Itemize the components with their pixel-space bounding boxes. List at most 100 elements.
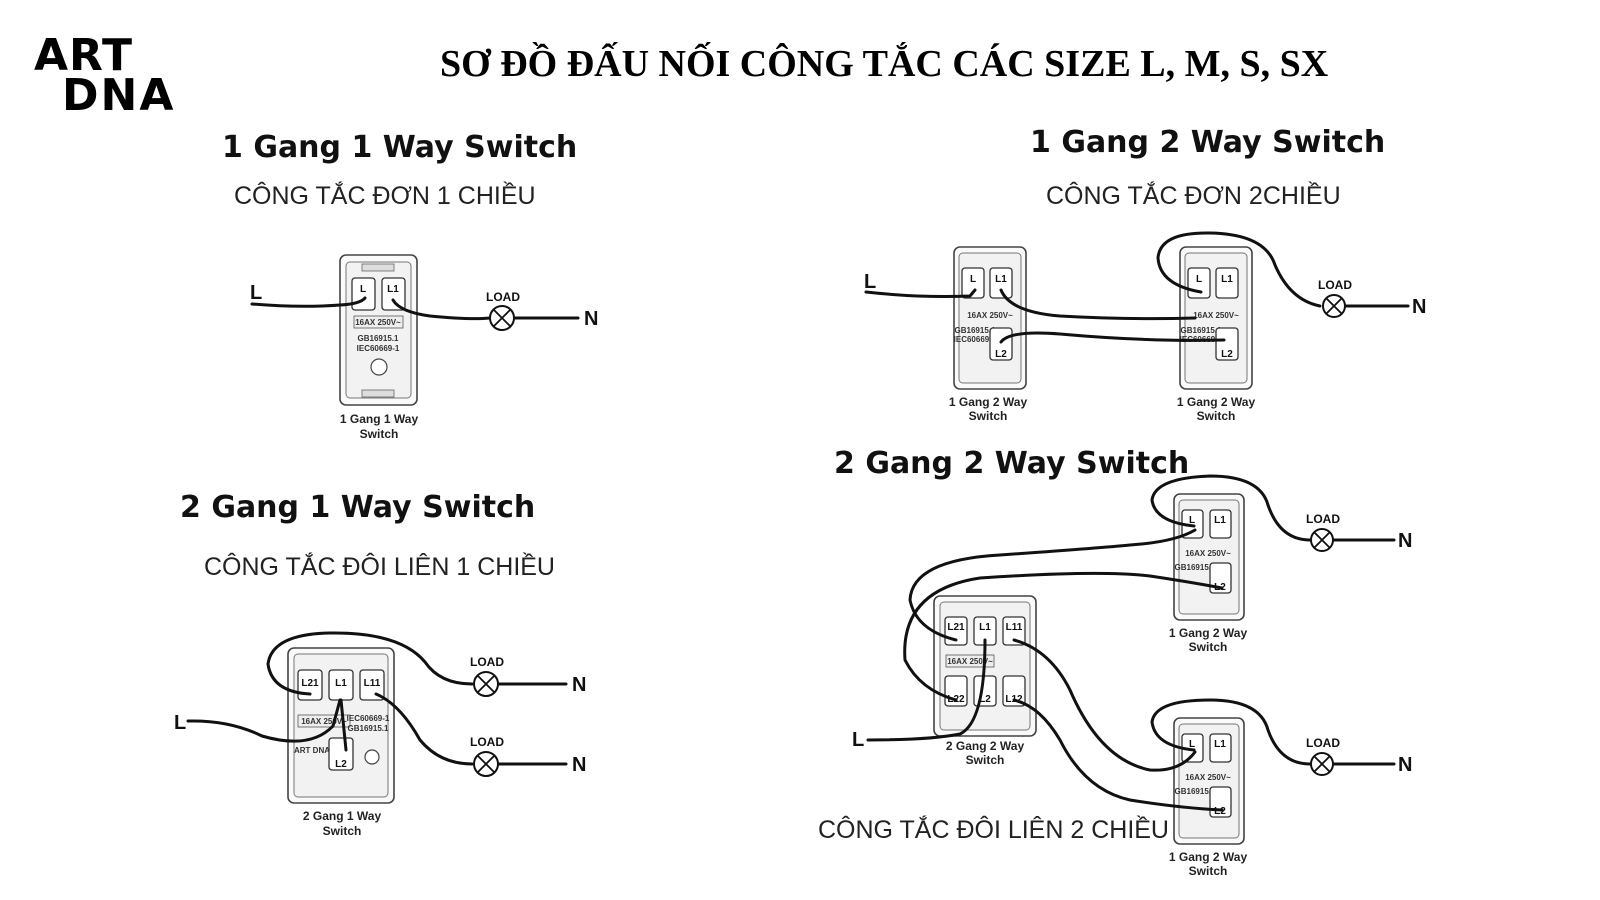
switch-caption-line1: 1 Gang 2 Way — [1177, 395, 1256, 409]
switch-caption-line2: Switch — [966, 753, 1005, 767]
load-lamp-icon — [1322, 294, 1346, 318]
wire-to-load — [1156, 231, 1322, 308]
label-load: LOAD — [1306, 736, 1340, 750]
logo-line-1: ART — [34, 30, 133, 81]
rating-text: 16AX 250V~ — [967, 311, 1013, 320]
switch-2gang-2way-top: L L1 16AX 250V~ GB16915.1 L2 — [1173, 493, 1245, 621]
page-title: SƠ ĐỒ ĐẤU NỐI CÔNG TẮC CÁC SIZE L, M, S,… — [440, 43, 1329, 85]
wire-to-load-1 — [266, 631, 474, 696]
section-title-2gang-1way: 2 Gang 1 Way Switch — [180, 490, 536, 525]
wire-traveler-a1 — [908, 528, 1197, 642]
wire-traveler-l1 — [999, 288, 1197, 321]
std-text-1: GB16915.1 — [348, 724, 389, 733]
label-N: N — [572, 674, 586, 696]
terminal-l2: L2 — [1221, 349, 1233, 360]
switch-caption-line2: Switch — [1189, 864, 1228, 878]
switch-2gang-1way: L21 L1 L11 16AX 250V~ IEC60669-1 GB16915… — [287, 647, 395, 804]
wire-to-load — [391, 298, 492, 321]
switch-caption-line2: Switch — [969, 409, 1008, 423]
label-load: LOAD — [470, 735, 504, 749]
terminal-l1: L1 — [1214, 515, 1226, 526]
terminal-l: L — [970, 274, 976, 285]
switch-caption-line1: 1 Gang 1 Way — [340, 412, 419, 426]
terminal-l2: L2 — [1214, 806, 1226, 817]
label-L: L — [174, 712, 186, 734]
label-L: L — [852, 729, 864, 751]
rating-text: 16AX 250V~ — [301, 717, 347, 726]
label-load: LOAD — [1318, 278, 1352, 292]
std-text-2: IEC60669-1 — [954, 335, 997, 344]
std-text-1: GB16915.1 — [1175, 787, 1216, 796]
switch-caption-line1: 2 Gang 2 Way — [946, 739, 1025, 753]
label-load: LOAD — [470, 655, 504, 669]
section-subtitle-1gang-2way: CÔNG TẮC ĐƠN 2CHIỀU — [1046, 182, 1341, 210]
switch-caption-line1: 1 Gang 2 Way — [1169, 850, 1248, 864]
section-title-2gang-2way: 2 Gang 2 Way Switch — [834, 446, 1190, 481]
wire-line-in — [250, 296, 367, 308]
wire-traveler-a2 — [903, 571, 1224, 702]
brand-mark: ART DNA — [294, 746, 330, 755]
terminal-l: L — [360, 284, 366, 295]
rating-text: 16AX 250V~ — [1185, 773, 1231, 782]
label-L: L — [864, 271, 876, 293]
logo-line-2: DNA — [62, 70, 176, 121]
terminal-l: L — [1189, 739, 1195, 750]
wire-traveler-b1 — [1012, 638, 1197, 772]
wire-line-in — [866, 638, 987, 742]
std-text-1: GB16915.1 — [1175, 563, 1216, 572]
label-N: N — [584, 308, 598, 330]
terminal-l: L — [1189, 515, 1195, 526]
rating-text: 16AX 250V~ — [1193, 311, 1239, 320]
section-subtitle-1gang-1way: CÔNG TẮC ĐƠN 1 CHIỀU — [234, 182, 536, 210]
terminal-l21: L21 — [301, 678, 319, 689]
terminal-l1: L1 — [1214, 739, 1226, 750]
std-text-1: GB16915.1 — [1181, 326, 1222, 335]
terminal-l2: L2 — [335, 759, 347, 770]
terminal-l1: L1 — [995, 274, 1007, 285]
label-N: N — [1398, 530, 1412, 552]
wire-jumper — [339, 698, 348, 752]
wire-to-load-2 — [1150, 698, 1312, 766]
switch-caption-line1: 1 Gang 2 Way — [1169, 626, 1248, 640]
switch-caption-line2: Switch — [1197, 409, 1236, 423]
rating-text: 16AX 250V~ — [1185, 549, 1231, 558]
label-load: LOAD — [486, 290, 520, 304]
wire-to-load-1 — [1150, 474, 1312, 542]
load-lamp-icon — [473, 671, 499, 697]
section-subtitle-2gang-2way: CÔNG TẮC ĐÔI LIÊN 2 CHIỀU — [818, 816, 1169, 844]
switch-caption-line2: Switch — [360, 427, 399, 441]
switch-caption-line2: Switch — [1189, 640, 1228, 654]
section-title-1gang-2way: 1 Gang 2 Way Switch — [1030, 125, 1386, 160]
artdna-logo: ART DNA — [34, 30, 176, 121]
switch-1gang-1way: L L1 16AX 250V~ GB16915.1 IEC60669-1 — [339, 254, 418, 406]
label-N: N — [572, 754, 586, 776]
section-title-1gang-1way: 1 Gang 1 Way Switch — [222, 130, 578, 165]
std-text-1: GB16915.1 — [955, 326, 996, 335]
label-N: N — [1412, 296, 1426, 318]
rating-text: 16AX 250V~ — [947, 657, 993, 666]
wire-line-in — [186, 698, 342, 743]
terminal-l1: L1 — [387, 284, 399, 295]
load-lamp-icon — [473, 751, 499, 777]
switch-caption-line2: Switch — [323, 824, 362, 838]
section-subtitle-2gang-1way: CÔNG TẮC ĐÔI LIÊN 1 CHIỀU — [204, 553, 555, 581]
terminal-l1: L1 — [335, 678, 347, 689]
terminal-l21: L21 — [947, 622, 965, 633]
load-lamp-icon — [1310, 528, 1334, 552]
terminal-l2: L2 — [995, 349, 1007, 360]
rating-text: 16AX 250V~ — [355, 318, 401, 327]
std-text-2: IEC60669-1 — [347, 714, 390, 723]
switch-caption-line1: 1 Gang 2 Way — [949, 395, 1028, 409]
label-N: N — [1398, 754, 1412, 776]
wire-traveler-b2 — [1012, 698, 1224, 812]
label-L: L — [250, 282, 262, 304]
label-load: LOAD — [1306, 512, 1340, 526]
switch-2gang-2way-bottom: L L1 16AX 250V~ GB16915.1 L2 — [1173, 717, 1245, 845]
terminal-l: L — [1196, 274, 1202, 285]
terminal-l11: L11 — [1006, 622, 1023, 633]
load-lamp-icon — [489, 305, 515, 331]
wire-traveler-l2 — [999, 331, 1226, 344]
terminal-l1: L1 — [979, 622, 991, 633]
switch-caption-line1: 2 Gang 1 Way — [303, 809, 382, 823]
terminal-l11: L11 — [364, 678, 381, 689]
